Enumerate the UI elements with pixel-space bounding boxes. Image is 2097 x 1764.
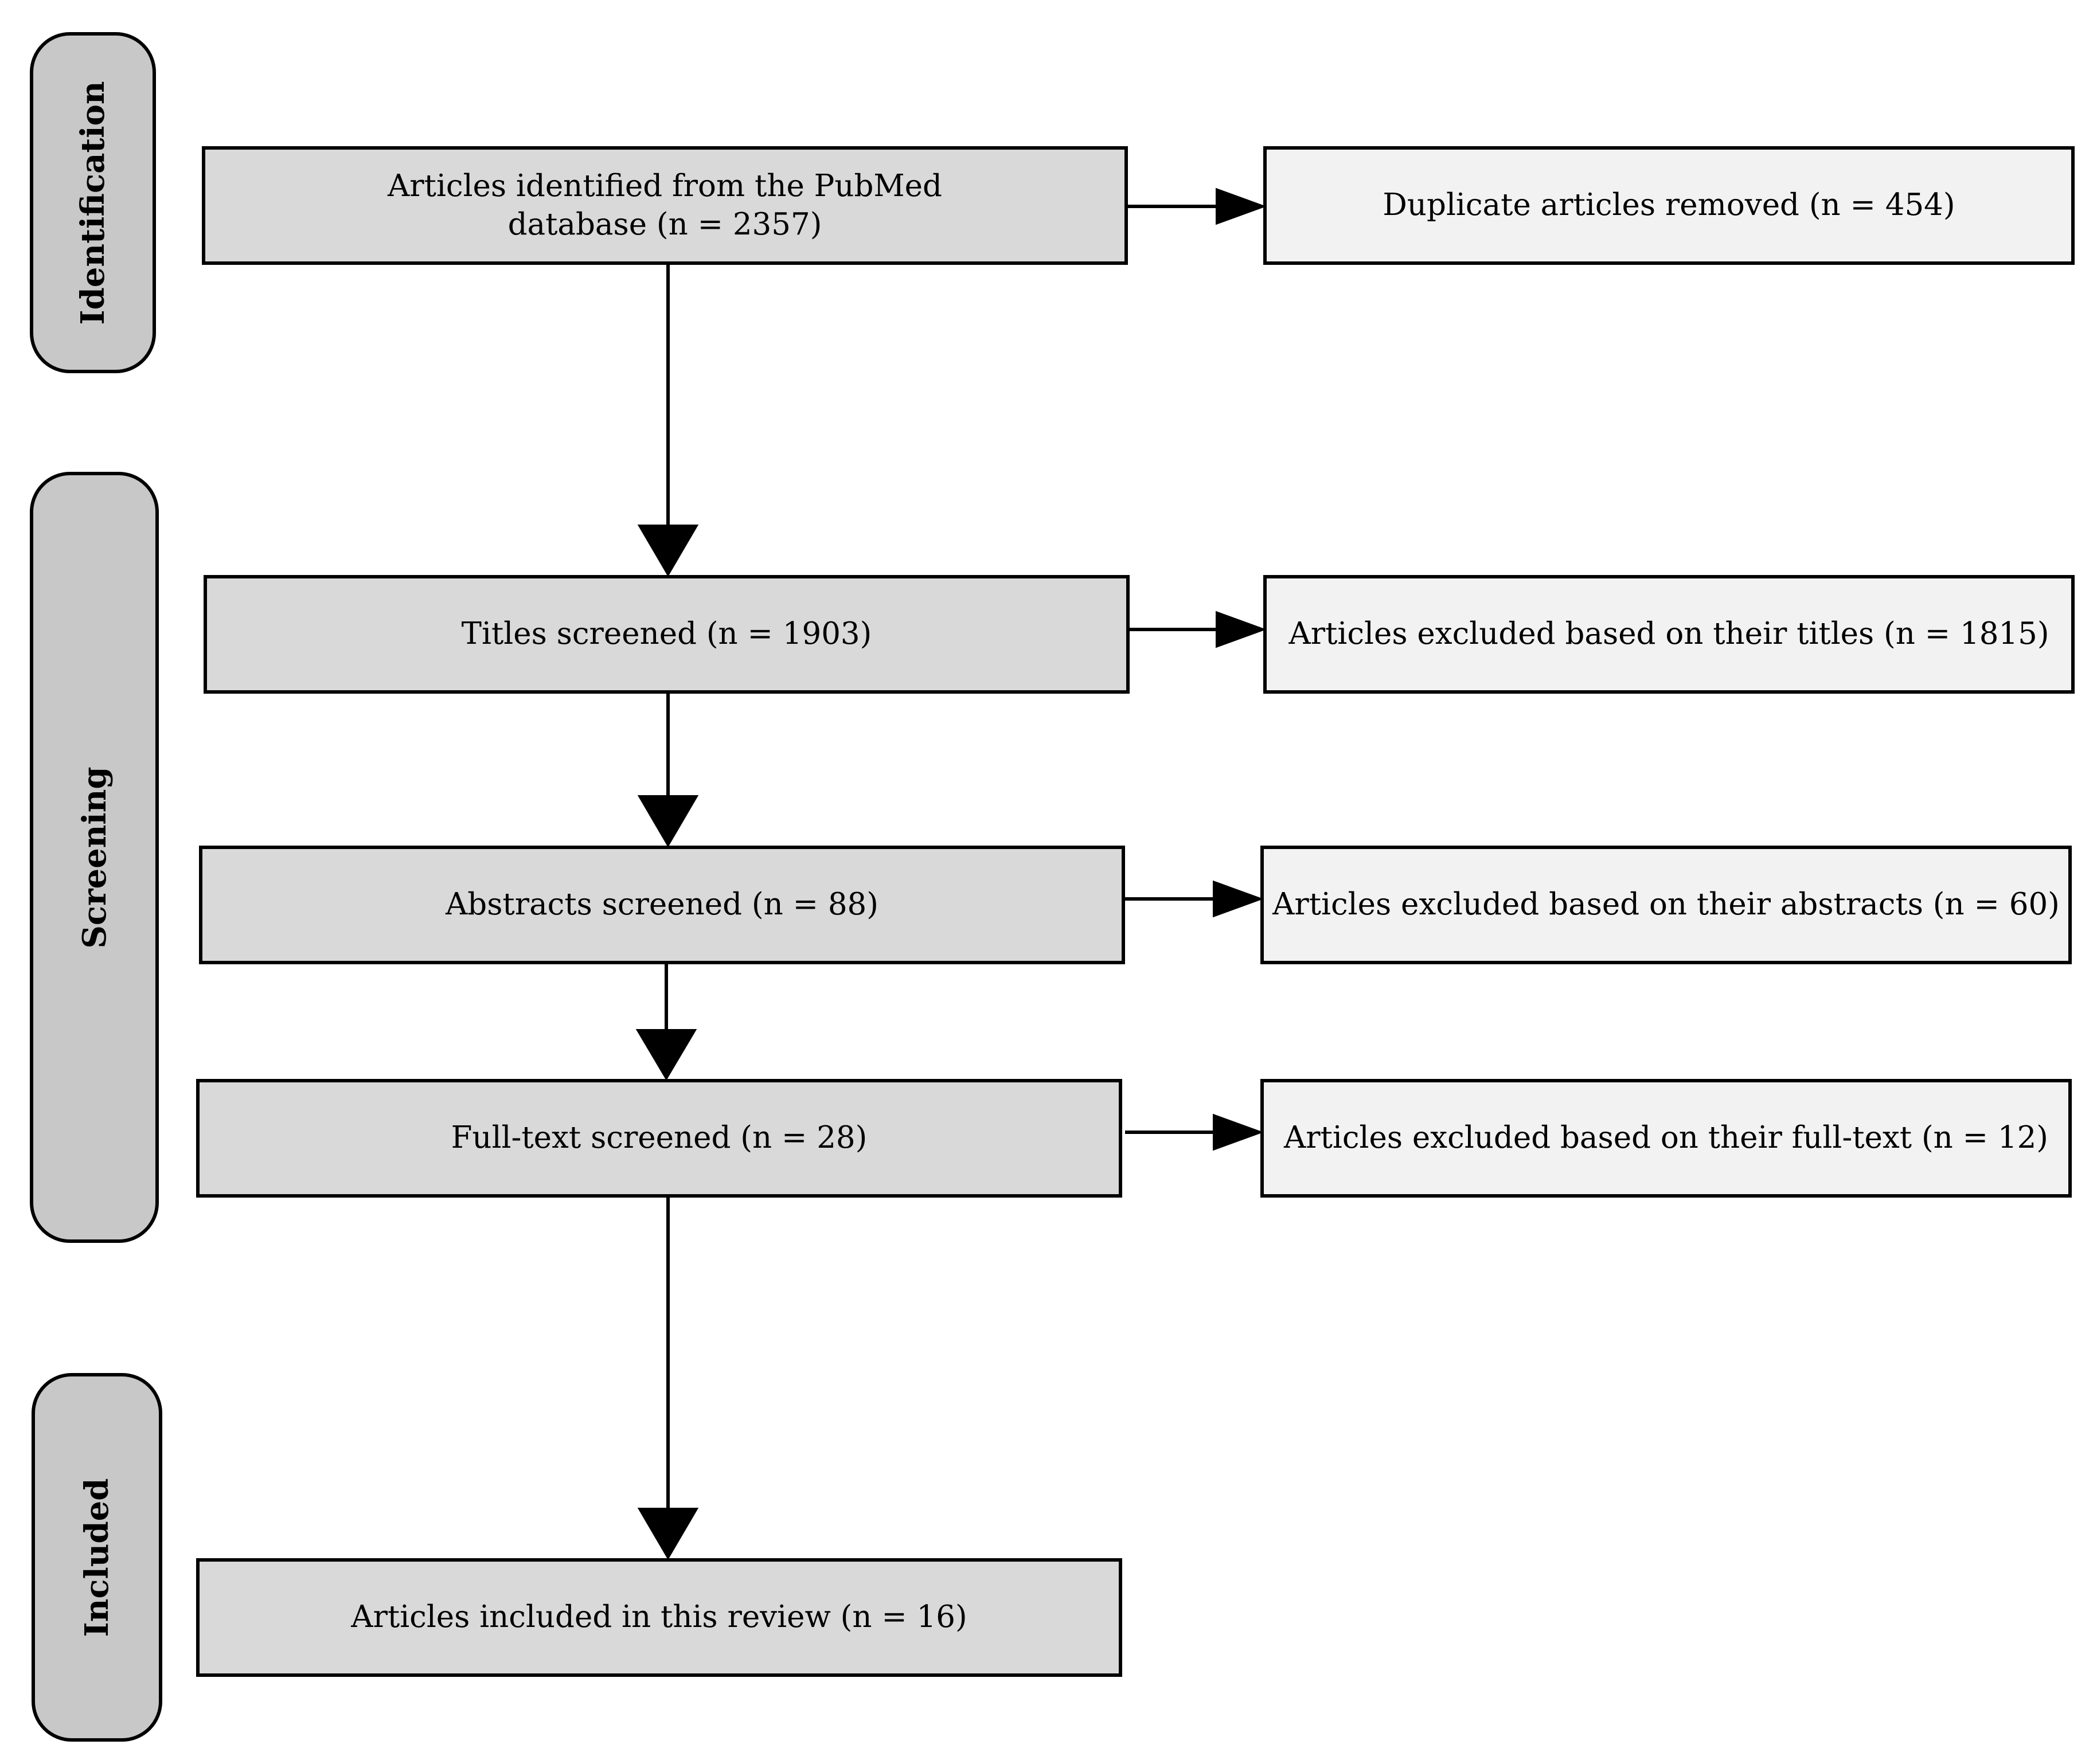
box-abstracts-screened-label: Abstracts screened (n = 88) [446,887,878,922]
phase-included: Included [32,1373,162,1742]
arrowhead-to-excluded-abstracts [1213,880,1264,918]
box-excluded-titles-label: Articles excluded based on their titles … [1288,616,2049,652]
box-articles-included: Articles included in this review (n = 16… [196,1558,1122,1677]
box-excluded-abstracts-label: Articles excluded based on their abstrac… [1272,887,2060,922]
box-excluded-abstracts: Articles excluded based on their abstrac… [1260,846,2072,964]
phase-screening-label: Screening [75,766,114,949]
arrowhead-to-excluded-titles [1216,611,1267,648]
arrowhead-fulltext-to-included [637,1508,699,1560]
box-duplicates-removed-label: Duplicate articles removed (n = 454) [1383,187,1955,223]
box-titles-screened: Titles screened (n = 1903) [204,575,1130,694]
box-fulltext-screened-label: Full-text screened (n = 28) [451,1120,868,1156]
arrowhead-to-duplicates [1216,187,1267,225]
arrowhead-identified-to-titles [637,525,699,577]
box-articles-included-label: Articles included in this review (n = 16… [351,1599,967,1635]
box-articles-identified-line1: Articles identified from the PubMed [388,169,942,204]
box-abstracts-screened: Abstracts screened (n = 88) [199,846,1125,964]
box-excluded-titles: Articles excluded based on their titles … [1263,575,2075,694]
arrowhead-to-excluded-fulltext [1213,1113,1264,1151]
box-articles-identified: Articles identified from the PubMed data… [202,146,1128,265]
box-duplicates-removed: Duplicate articles removed (n = 454) [1263,146,2075,265]
box-excluded-fulltext: Articles excluded based on their full-te… [1260,1079,2072,1198]
phase-identification-label: Identification [74,80,112,325]
arrowhead-titles-to-abstracts [637,795,699,847]
phase-screening: Screening [30,472,159,1243]
phase-included-label: Included [78,1478,116,1637]
box-articles-identified-line2: database (n = 2357) [507,206,822,242]
box-titles-screened-label: Titles screened (n = 1903) [461,616,872,652]
box-fulltext-screened: Full-text screened (n = 28) [196,1079,1122,1198]
arrowhead-abstracts-to-fulltext [635,1029,697,1081]
box-excluded-fulltext-label: Articles excluded based on their full-te… [1284,1120,2048,1156]
phase-identification: Identification [30,32,156,373]
